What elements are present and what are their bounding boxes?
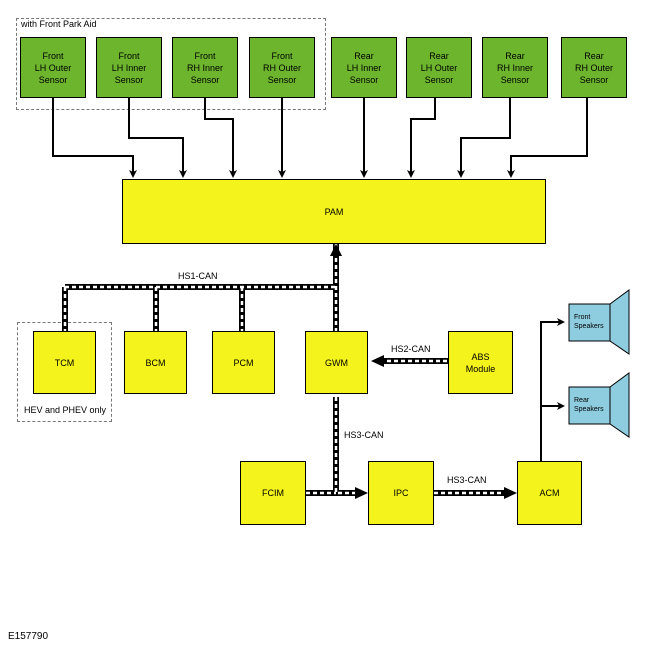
can-bus-dashes bbox=[63, 244, 506, 495]
hs2-can-label: HS2-CAN bbox=[391, 344, 431, 354]
pam-module: PAM bbox=[122, 179, 546, 244]
front-park-aid-group bbox=[16, 18, 326, 110]
front-speaker-icon bbox=[568, 289, 630, 355]
ipc-module: IPC bbox=[368, 461, 434, 525]
speaker-wires bbox=[540, 318, 565, 461]
acm-module: ACM bbox=[517, 461, 582, 525]
abs-module: ABS Module bbox=[448, 331, 513, 394]
hev-phev-label: HEV and PHEV only bbox=[24, 405, 107, 415]
front-speakers-label: Front Speakers bbox=[574, 314, 604, 330]
reference-code: E157790 bbox=[8, 631, 49, 642]
front-park-aid-label: with Front Park Aid bbox=[21, 19, 97, 29]
sensor-front-rh-inner: Front RH Inner Sensor bbox=[172, 37, 238, 98]
sensor-rear-rh-inner: Rear RH Inner Sensor bbox=[482, 37, 548, 98]
gwm-module: GWM bbox=[305, 331, 368, 394]
rear-speaker-icon bbox=[568, 372, 630, 438]
sensor-front-lh-outer: Front LH Outer Sensor bbox=[20, 37, 86, 98]
tcm-module: TCM bbox=[33, 331, 96, 394]
pcm-module: PCM bbox=[212, 331, 275, 394]
wire-front-lh-outer bbox=[52, 97, 137, 178]
hs3-can-horizontal-label: HS3-CAN bbox=[447, 475, 487, 485]
wire-rear-rh-inner bbox=[457, 97, 511, 178]
bcm-module: BCM bbox=[124, 331, 187, 394]
sensor-front-lh-inner: Front LH Inner Sensor bbox=[96, 37, 162, 98]
rear-speakers-label: Rear Speakers bbox=[574, 397, 604, 413]
hs1-can-label: HS1-CAN bbox=[178, 271, 218, 281]
sensor-rear-rh-outer: Rear RH Outer Sensor bbox=[561, 37, 627, 98]
sensor-rear-lh-inner: Rear LH Inner Sensor bbox=[331, 37, 397, 98]
sensor-front-rh-outer: Front RH Outer Sensor bbox=[249, 37, 315, 98]
wire-rear-rh-outer bbox=[507, 97, 588, 178]
sensor-wires bbox=[52, 97, 588, 178]
bus-arrowheads bbox=[330, 244, 517, 499]
wire-rear-lh-outer bbox=[407, 97, 436, 178]
sensor-rear-lh-outer: Rear LH Outer Sensor bbox=[406, 37, 472, 98]
fcim-module: FCIM bbox=[240, 461, 306, 525]
hs3-can-vertical-label: HS3-CAN bbox=[344, 430, 384, 440]
wire-front-rh-inner bbox=[204, 97, 237, 178]
wire-front-lh-inner bbox=[128, 97, 187, 178]
